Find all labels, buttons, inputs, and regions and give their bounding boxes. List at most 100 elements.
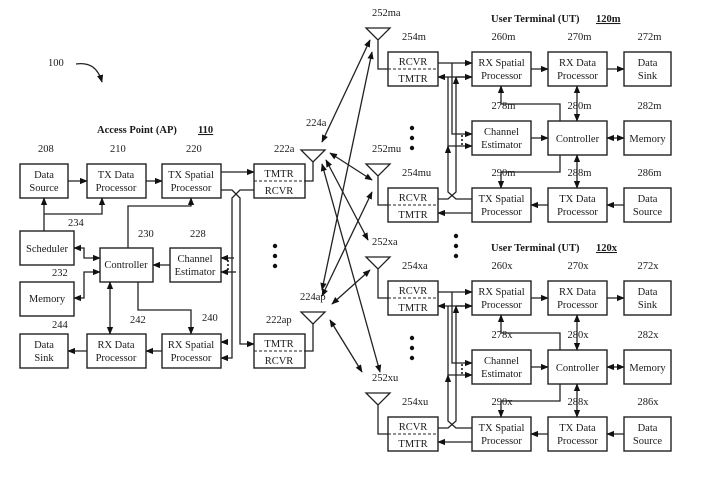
ellipsis-dots: [409, 125, 459, 361]
ap-rx-data-processor: RX Data Processor 242: [86, 315, 147, 369]
svg-text:Processor: Processor: [171, 353, 212, 364]
ut-x-transceiver-1-ref: 254xa: [402, 261, 428, 272]
svg-text:Processor: Processor: [481, 436, 522, 447]
ap-memory: Memory 232: [19, 268, 75, 317]
ut-m-rx-spatial-processor-ref: 260m: [492, 32, 516, 43]
ut-x-antenna-2-label: 252xu: [372, 373, 399, 384]
ut-x-transceiver-2-ref: 254xu: [402, 397, 429, 408]
svg-text:TX Spatial: TX Spatial: [479, 423, 525, 434]
ap-data-sink: Data Sink 244: [19, 320, 69, 369]
svg-text:240: 240: [202, 313, 218, 324]
svg-text:Processor: Processor: [171, 183, 212, 194]
ap-title: Access Point (AP): [97, 125, 177, 136]
antenna-224a: 224a: [299, 118, 327, 182]
ap-transceiver-a: TMTR RCVR 222a: [253, 144, 306, 199]
ut-x-tx-spatial-processor-ref: 290x: [492, 397, 514, 408]
svg-text:RX Spatial: RX Spatial: [478, 58, 524, 69]
svg-text:Estimator: Estimator: [175, 267, 216, 278]
ap-controller: Controller 230: [99, 229, 154, 283]
svg-text:Processor: Processor: [96, 183, 137, 194]
svg-text:RCVR: RCVR: [399, 57, 428, 68]
ut-x-tx-data-processor-ref: 288x: [568, 397, 590, 408]
svg-text:RCVR: RCVR: [399, 193, 428, 204]
ut-m-antenna-2-label: 252mu: [372, 144, 402, 155]
svg-text:Controller: Controller: [104, 260, 148, 271]
ut-x-antenna-1-label: 252xa: [372, 237, 398, 248]
svg-text:Processor: Processor: [557, 207, 598, 218]
svg-text:Memory: Memory: [629, 134, 666, 145]
svg-text:Source: Source: [633, 207, 662, 218]
svg-text:Scheduler: Scheduler: [26, 244, 68, 255]
svg-text:Data: Data: [638, 194, 658, 205]
ut-m-data-source-ref: 286m: [638, 168, 662, 179]
ap-channel-estimator: Channel Estimator 228: [169, 229, 222, 283]
ut-x-data-source-ref: 286x: [638, 397, 660, 408]
svg-text:RCVR: RCVR: [265, 186, 294, 197]
svg-text:TMTR: TMTR: [264, 339, 293, 350]
svg-text:Channel: Channel: [484, 127, 519, 138]
ut-x-title: User Terminal (UT): [491, 243, 580, 254]
svg-text:Processor: Processor: [557, 300, 598, 311]
ap-tx-data-processor: TX Data Processor 210: [86, 144, 147, 199]
svg-text:RX Data: RX Data: [559, 287, 596, 298]
ut-m-rx-data-processor-ref: 270m: [568, 32, 592, 43]
svg-text:Controller: Controller: [556, 134, 600, 145]
ap-scheduler: Scheduler 234: [19, 218, 85, 266]
svg-text:Estimator: Estimator: [481, 140, 522, 151]
svg-text:TMTR: TMTR: [398, 303, 427, 314]
svg-text:RCVR: RCVR: [399, 422, 428, 433]
svg-text:RX Data: RX Data: [559, 58, 596, 69]
ut-m-ref: 120m: [596, 14, 621, 25]
svg-text:RX Spatial: RX Spatial: [168, 340, 214, 351]
svg-text:RCVR: RCVR: [265, 356, 294, 367]
svg-text:230: 230: [138, 229, 154, 240]
svg-text:244: 244: [52, 320, 69, 331]
svg-text:TMTR: TMTR: [264, 169, 293, 180]
svg-text:TMTR: TMTR: [398, 210, 427, 221]
svg-text:Memory: Memory: [629, 363, 666, 374]
svg-text:Channel: Channel: [178, 254, 213, 265]
ut-x-antenna-1: 252xa: [364, 237, 398, 299]
svg-text:TX Data: TX Data: [98, 170, 135, 181]
svg-text:Sink: Sink: [34, 353, 54, 364]
ut-x-memory-ref: 282x: [638, 330, 660, 341]
ap-ref: 110: [198, 125, 213, 136]
ut-m-antenna-1-label: 252ma: [372, 8, 401, 19]
ut-x-channel-estimator-ref: 278x: [492, 330, 514, 341]
svg-text:210: 210: [110, 144, 126, 155]
ut-m-data-sink-ref: 272m: [638, 32, 662, 43]
svg-text:Processor: Processor: [481, 207, 522, 218]
svg-text:Source: Source: [633, 436, 662, 447]
svg-text:Processor: Processor: [481, 300, 522, 311]
svg-text:Data: Data: [638, 423, 658, 434]
access-point: Access Point (AP) 110 Data Source 208 TX…: [19, 118, 327, 369]
svg-text:Processor: Processor: [557, 71, 598, 82]
ut-x-rx-data-processor-ref: 270x: [568, 261, 590, 272]
svg-text:TX Data: TX Data: [559, 423, 596, 434]
svg-text:Processor: Processor: [96, 353, 137, 364]
svg-text:242: 242: [130, 315, 146, 326]
svg-text:TMTR: TMTR: [398, 439, 427, 450]
ap-tx-spatial-processor: TX Spatial Processor 220: [161, 144, 222, 199]
svg-text:Data: Data: [638, 58, 658, 69]
svg-text:RX Spatial: RX Spatial: [478, 287, 524, 298]
ut-m-controller-ref: 280m: [568, 101, 592, 112]
ut-m-tx-spatial-processor-ref: 290m: [492, 168, 516, 179]
antenna-224ap: 224ap: [299, 292, 327, 352]
svg-text:Data: Data: [638, 287, 658, 298]
ap-data-source: Data Source 208: [19, 144, 69, 199]
svg-text:220: 220: [186, 144, 202, 155]
ut-m-antenna-1: 252ma: [364, 8, 401, 70]
